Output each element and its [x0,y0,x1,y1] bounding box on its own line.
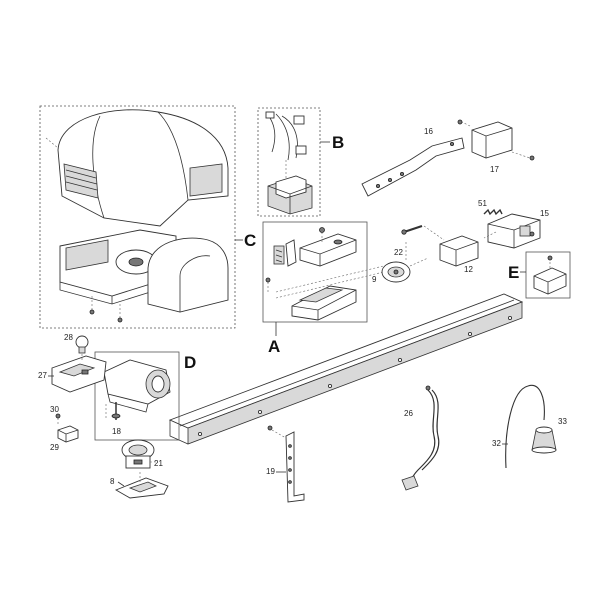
part-29-30-terminal: 30 29 [50,405,79,452]
label-part-29: 29 [50,443,59,452]
part-17-door-bracket: 17 [457,119,535,174]
label-part-32: 32 [492,439,501,448]
group-c-frame [39,105,236,329]
label-part-30: 30 [50,405,59,414]
label-part-22: 22 [394,248,403,257]
label-part-28: 28 [64,333,73,342]
label-part-15: 15 [540,209,549,218]
label-group-c: C [244,231,256,250]
group-d-motor: 18 [94,351,180,441]
group-e-frame [525,251,571,299]
label-part-12: 12 [464,265,473,274]
part-51-spring: 51 [478,199,503,216]
release-lever [299,233,357,267]
group-b-transformer [257,107,321,217]
label-part-16: 16 [424,127,433,136]
group-a-trolley [262,221,401,323]
rail-side [187,301,523,445]
trolley-body [291,285,357,321]
part-22-pin: 22 [394,224,423,262]
label-part-8: 8 [110,477,115,486]
rail [168,293,524,445]
group-b-frame [257,107,321,217]
label-part-27: 27 [38,371,47,380]
label-part-51: 51 [478,199,487,208]
cover-dome [57,109,229,227]
label-part-33: 33 [558,417,567,426]
part-32-33-pull-cord: 32 33 [492,384,567,469]
part-15-front-bracket: 15 [483,209,549,249]
label-part-18: 18 [112,427,121,436]
part-8-base: 8 [110,472,169,499]
part-28-bulb: 28 [64,333,89,362]
label-part-9: 9 [372,275,377,284]
part-19-hanger: 19 [266,425,305,503]
label-part-26: 26 [404,409,413,418]
part-16-door-arm: 16 [361,127,465,197]
label-group-e: E [508,263,519,282]
part-21-sprocket: 21 [121,439,163,469]
chain [275,261,401,299]
label-part-21: 21 [154,459,163,468]
part-9-sprocket: 9 [372,257,429,284]
label-part-17: 17 [490,165,499,174]
part-26-cable: 26 [401,385,440,491]
label-group-b: B [332,133,344,152]
front-cover [147,237,229,313]
cover-vent [63,163,99,199]
plug [401,475,419,491]
rail-top [168,293,524,429]
group-c-housing [39,105,236,329]
group-e-connector [525,251,571,299]
group-a-frame [262,221,368,323]
label-group-a: A [268,337,280,356]
part-27-board: 27 [38,355,107,393]
part-12-bracket: 12 [423,225,479,274]
label-part-19: 19 [266,467,275,476]
label-group-d: D [184,353,196,372]
